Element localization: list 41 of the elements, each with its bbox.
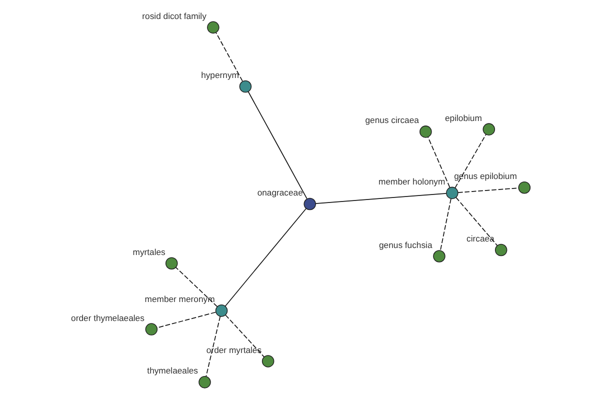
node-circle [198,376,211,388]
node-circle [239,80,252,93]
connector [224,208,306,307]
node-label: onagraceae [257,188,303,198]
node-label: epilobium [445,112,482,123]
node-circle [420,126,432,138]
node-label: order thymelaeales [71,312,144,323]
connector [315,192,447,204]
node-circle [207,21,220,34]
node-circle [145,323,158,336]
node-label: myrtales [132,246,166,257]
node-label: order myrtales [206,344,262,355]
connector [156,312,216,328]
node-circle [165,257,178,270]
node-label: circaea [466,234,494,244]
node-circle [446,186,458,200]
node-circle [262,355,274,368]
connector [216,32,243,82]
node-label: rosid dicot family [142,10,206,21]
node-label: hypernym [201,70,239,80]
node-label: genus epilobium [454,171,517,182]
node-circle [304,198,316,210]
connector [454,134,486,188]
node-label: member holonym [378,176,446,186]
connector [175,266,218,308]
connector [458,188,520,193]
node-circle [494,244,508,256]
node-circle [433,250,446,262]
connector [225,314,265,358]
connector [456,197,498,246]
node-label: genus fuchsia [379,240,432,250]
node-circle [482,123,496,136]
node-circle [215,304,228,317]
connector [428,136,450,188]
connector [440,198,452,252]
connector [248,91,308,200]
node-label: genus circaea [365,115,419,126]
node-circle [518,181,531,194]
node-label: thymelaeales [147,366,198,376]
connector [206,316,221,377]
node-label: member meronym [144,294,215,304]
